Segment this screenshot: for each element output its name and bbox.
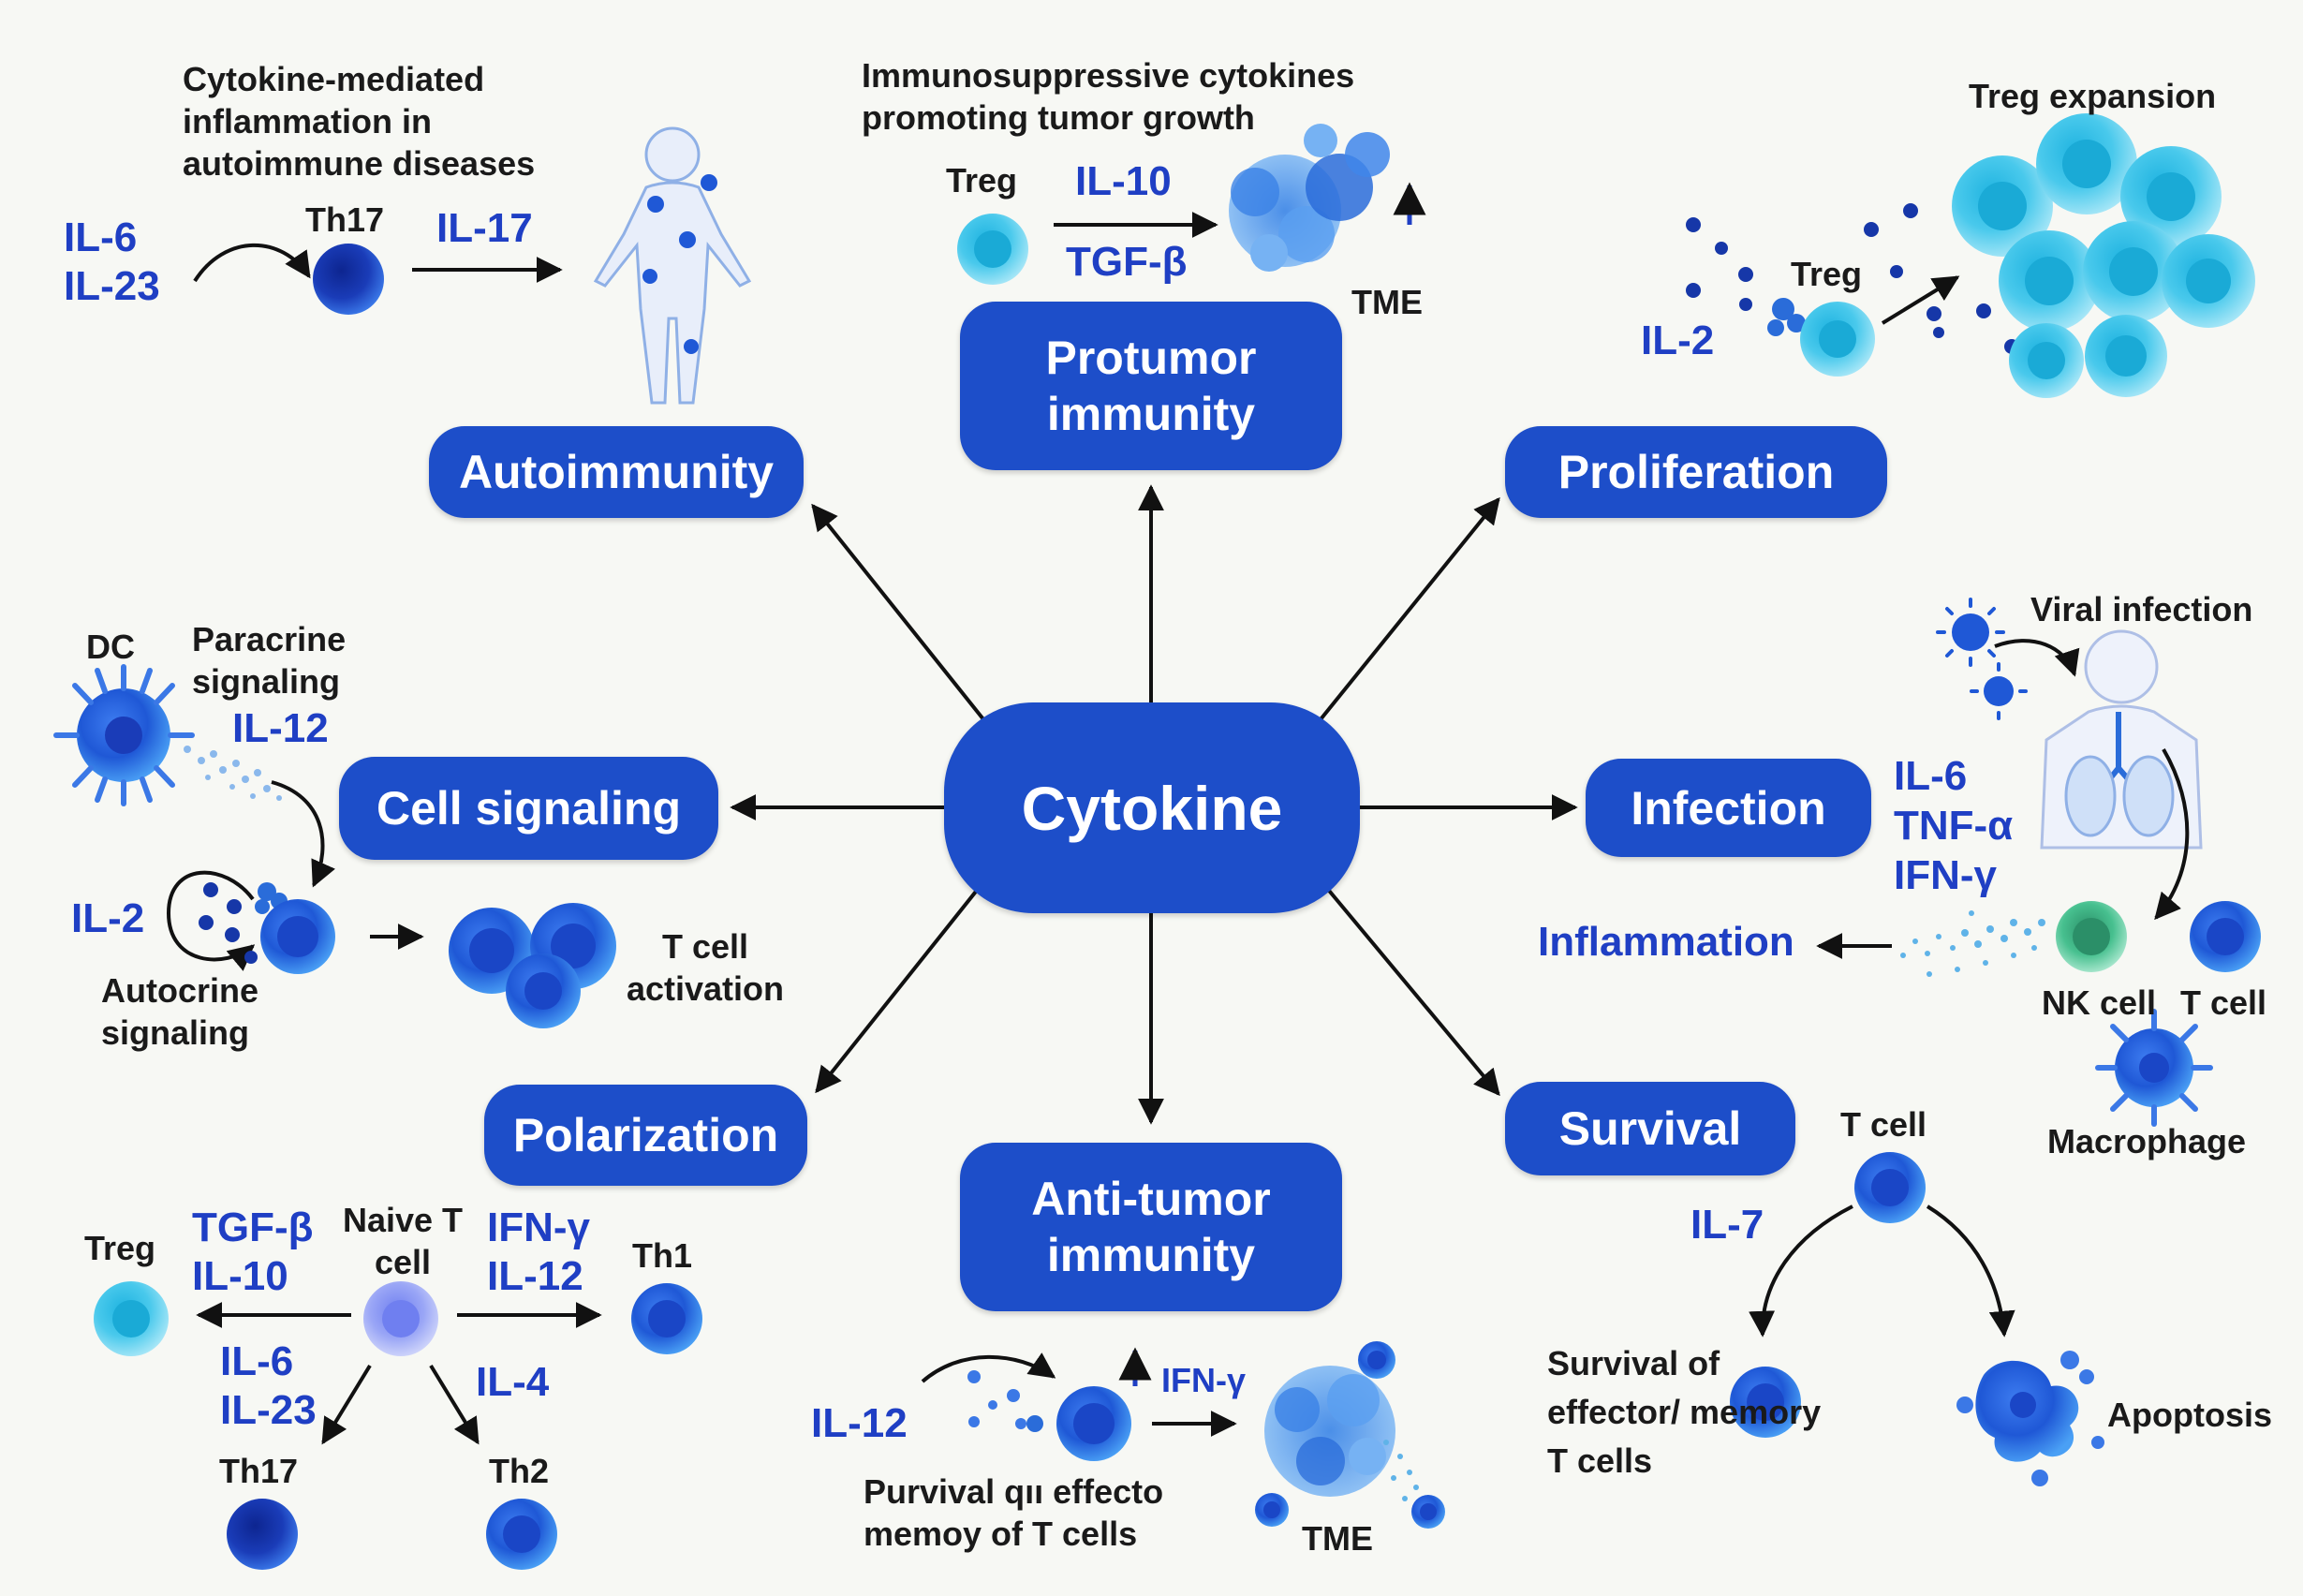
cell-signaling-panel [53, 664, 616, 1028]
il17-label: IL-17 [436, 205, 533, 251]
arrow-to-autoimmunity [811, 503, 993, 731]
polarization-node[interactable]: Polarization [484, 1085, 807, 1186]
paracrine-label: Paracrine signaling [192, 620, 347, 701]
virus-icon [1936, 598, 2028, 720]
il12-dots [967, 1370, 1026, 1429]
survival-of-memory-label: Survival of effector/ memory T cells [1547, 1344, 1822, 1480]
proliferation-panel [1686, 113, 2255, 398]
cell-signaling-node[interactable]: Cell signaling [339, 757, 718, 860]
autoimmunity-panel [193, 126, 752, 405]
proliferation-node[interactable]: Proliferation [1505, 426, 1887, 518]
tme-label: TME [1302, 1519, 1373, 1558]
arrow-to-proliferation [1311, 496, 1500, 731]
autocrine-label: Autocrine signaling [101, 971, 259, 1052]
survival-node[interactable]: Survival [1505, 1082, 1795, 1175]
il7-label: IL-7 [1690, 1202, 1764, 1248]
paracrine-dots [184, 746, 282, 801]
protumor-panel [957, 124, 1426, 285]
nk-cell-label: NK cell [2042, 983, 2157, 1022]
curved-arrow [2154, 747, 2190, 921]
dc-icon [53, 664, 195, 806]
autocrine-loop-arrow [166, 870, 256, 971]
th17-label: Th17 [305, 200, 385, 239]
treg-label: Treg [1791, 255, 1863, 293]
treg-cytokines-label: TGF-β IL-10 [192, 1204, 314, 1299]
tumor-cluster-icon [1229, 124, 1390, 272]
treg-expansion-caption: Treg expansion [1969, 77, 2217, 115]
naive-t-cell-label: Naive T cell [342, 1201, 464, 1281]
treg-label: Treg [946, 161, 1018, 200]
receptor-icon [1026, 1415, 1043, 1432]
macrophage-icon [2095, 1009, 2213, 1127]
ifn-gamma-label: IFN-γ [1894, 852, 1997, 898]
treg-label: Treg [84, 1229, 156, 1267]
curved-arrow [921, 1352, 1056, 1383]
t-cell-label: T cell [1840, 1105, 1927, 1144]
tgf-beta-label: TGF-β [1066, 239, 1188, 285]
th17-cell-icon [227, 1499, 298, 1570]
apoptotic-cell-icon [1956, 1351, 2104, 1486]
th17-cell-icon [313, 244, 384, 315]
th1-cytokines-label: IFN-γ IL-12 [487, 1204, 590, 1299]
apoptosis-label: Apoptosis [2107, 1396, 2272, 1434]
human-body-icon [593, 126, 752, 405]
arrow-to-th17 [321, 1364, 372, 1445]
macrophage-label: Macrophage [2047, 1122, 2247, 1160]
protumor-immunity-node[interactable]: Protumor immunity [960, 302, 1342, 470]
il2-label: IL-2 [1641, 318, 1715, 363]
curved-arrow [1994, 639, 2080, 677]
dc-label: DC [86, 628, 135, 666]
cytokine-spray [1900, 910, 2045, 977]
anti-tumor-immunity-node[interactable]: Anti-tumor immunity [960, 1143, 1342, 1311]
cytokine-center-node[interactable]: Cytokine [944, 702, 1360, 913]
tnf-alpha-label: TNF-α [1894, 803, 2014, 849]
activated-t-cells-icon [449, 903, 616, 1028]
il12-label: IL-12 [811, 1400, 908, 1446]
il2-label: IL-2 [71, 895, 145, 941]
th1-label: Th1 [632, 1236, 693, 1275]
curved-arrow [1749, 1204, 1853, 1337]
curved-arrow [271, 780, 336, 888]
infection-node[interactable]: Infection [1586, 759, 1871, 857]
receptor-icon [1767, 298, 1806, 336]
t-cell-label: T cell [2180, 983, 2267, 1022]
infection-panel [1816, 598, 2261, 1127]
ifn-gamma-label: IFN-γ [1161, 1361, 1246, 1399]
autoimmunity-input-cytokines: IL-6 IL-23 [64, 214, 160, 309]
viral-infection-caption: Viral infection [2030, 590, 2253, 628]
autoimmunity-node[interactable]: Autoimmunity [429, 426, 804, 518]
central-arrows [730, 484, 1578, 1125]
anti-tumor-panel [921, 1341, 1445, 1529]
il10-label: IL-10 [1075, 158, 1172, 204]
tme-label: TME [1351, 283, 1423, 321]
arrow-to-polarization [815, 886, 981, 1094]
il12-label: IL-12 [232, 705, 329, 751]
th17-label: Th17 [219, 1452, 299, 1490]
autoimmunity-caption: Cytokine-mediated inflammation in autoim… [183, 60, 536, 183]
arrow [1881, 275, 1960, 325]
th2-label: Th2 [489, 1452, 550, 1490]
inflammation-label: Inflammation [1538, 919, 1794, 965]
t-cell-activation-label: T cell activation [626, 927, 785, 1008]
th17-cytokines-label: IL-6 IL-23 [220, 1338, 317, 1433]
protumor-caption: Immunosuppressive cytokines promoting tu… [862, 56, 1355, 137]
il2-dots [199, 882, 258, 964]
il4-label: IL-4 [476, 1359, 550, 1405]
tumor-cluster-icon [1255, 1341, 1445, 1529]
polarization-panel [94, 1281, 702, 1570]
curved-arrow [193, 243, 311, 283]
cytokine-spray [1383, 1440, 1419, 1501]
il6-label: IL-6 [1894, 753, 1968, 799]
arrow-to-th2 [429, 1364, 480, 1445]
torso-lungs-icon [2040, 629, 2203, 850]
survival-panel [1730, 1152, 2104, 1486]
curved-arrow [1926, 1204, 2015, 1337]
arrow-to-survival [1323, 884, 1500, 1097]
anti-tumor-caption: Purvival qıı effecto memoy of T cells [864, 1472, 1164, 1553]
treg-cluster-icon [1952, 113, 2255, 398]
